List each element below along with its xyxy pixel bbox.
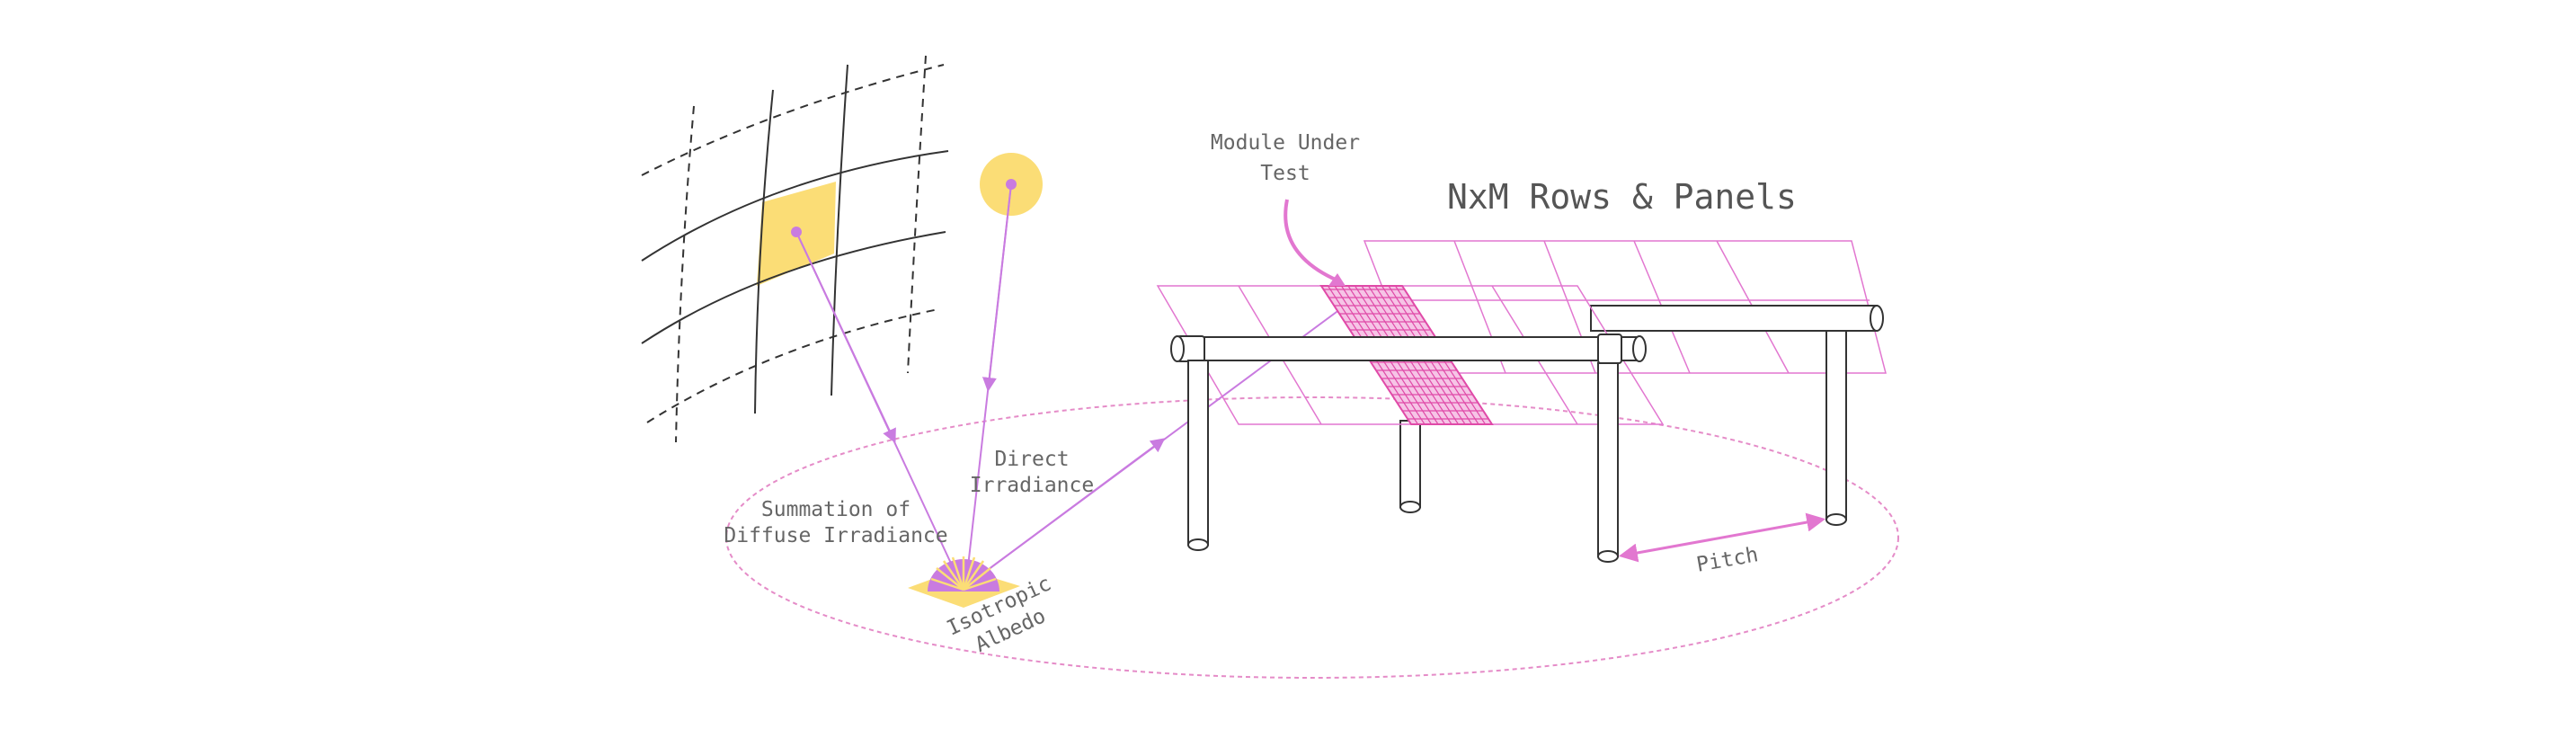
sun-dot xyxy=(1006,179,1017,190)
front-row-structure xyxy=(1170,334,1647,563)
ground-ellipse xyxy=(725,396,1899,679)
sky-dome-grid xyxy=(641,55,949,443)
pitch-arrow xyxy=(1618,512,1826,563)
diffuse-label-line1: Summation of xyxy=(761,498,910,521)
direct-label-line2: Irradiance xyxy=(970,474,1094,497)
irradiance-rays xyxy=(795,183,1358,583)
module-label-line1: Module Under xyxy=(1211,131,1360,155)
pitch-label: Pitch xyxy=(1694,543,1760,577)
back-row-structure xyxy=(1399,305,1884,526)
sky-patch-dot xyxy=(791,227,802,237)
rows-panels-title: NxM Rows & Panels xyxy=(1447,177,1797,217)
albedo-icon xyxy=(908,556,1020,608)
module-pointer-arrow xyxy=(1284,199,1338,282)
direct-label-line1: Direct xyxy=(994,448,1069,471)
diffuse-label-line2: Diffuse Irradiance xyxy=(724,524,947,547)
module-label-line2: Test xyxy=(1260,162,1310,185)
